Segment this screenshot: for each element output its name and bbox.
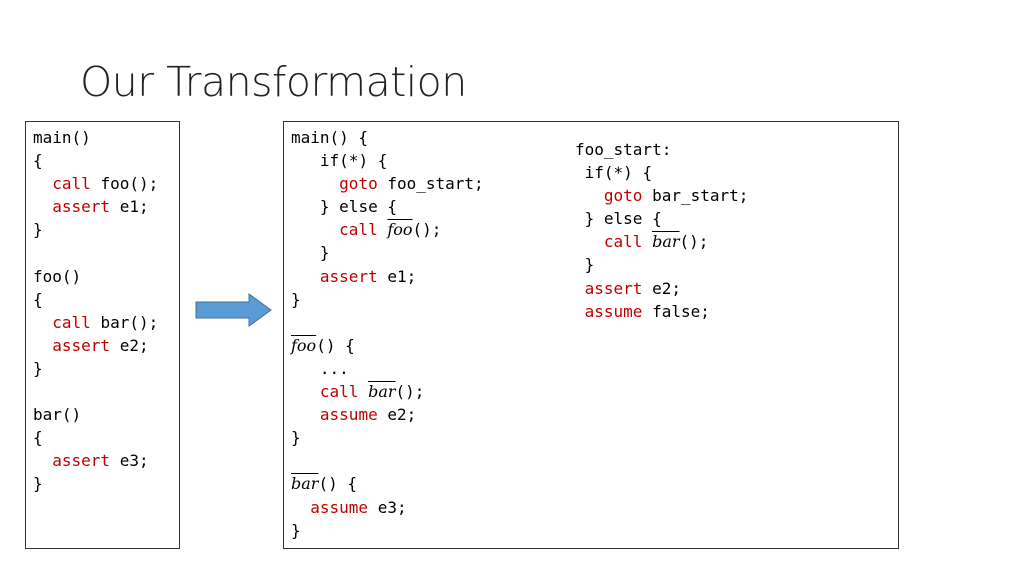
slide-title: Our Transformation — [80, 58, 467, 106]
foo-start-code: foo_start: if(*) { goto bar_start; } els… — [575, 140, 749, 321]
transformed-main-code: main() { if(*) { goto foo_start; } else … — [291, 128, 484, 540]
original-program-box — [25, 121, 180, 549]
right-arrow-icon — [195, 293, 272, 327]
original-program-code: main() { call foo(); assert e1; } foo() … — [33, 128, 159, 494]
transformed-program-box — [283, 121, 899, 549]
